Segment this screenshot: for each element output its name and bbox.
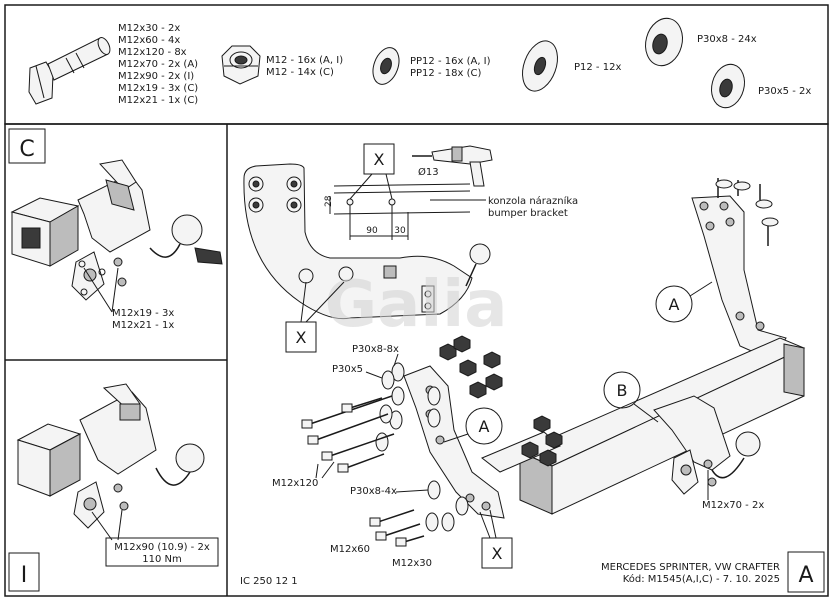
bracket-note: konzola nárazníka	[488, 195, 578, 207]
bolts-m12x60	[369, 509, 421, 541]
panel-c-letter-box	[8, 128, 46, 164]
panel-i-bolt-spec: M12x90 (10.9) - 2x	[114, 542, 210, 553]
leader-line	[443, 433, 469, 443]
tow-ball-neck	[653, 395, 761, 500]
callout-x-label: X	[296, 328, 307, 347]
panel-i-towbar-drawing	[16, 383, 205, 541]
leader-line	[349, 173, 373, 200]
p30x5-washer-spec: P30x5 - 2x	[758, 86, 811, 97]
product-code: Kód: M1545(A,I,C) - 7. 10. 2025	[623, 573, 780, 585]
p30x5-washer-icon	[711, 63, 745, 109]
leader-line	[321, 461, 335, 479]
panel-i-torque-box	[105, 537, 219, 567]
dimension-horizontal: 30	[394, 226, 406, 236]
label-m12x70: M12x70 - 2x	[702, 500, 764, 511]
label-p30x8-8x: P30x8-8x	[352, 344, 399, 355]
p12-washer-spec: P12 - 12x	[574, 62, 621, 73]
corner-letter: A	[798, 563, 813, 588]
label-a: A	[669, 295, 680, 314]
hex-bolt-icon	[28, 37, 111, 105]
bolt-spec: M12x19 - 3x (C)	[118, 83, 198, 94]
leader-line	[393, 353, 399, 367]
label-b-circle	[603, 371, 641, 409]
label-m12x120: M12x120	[272, 478, 318, 489]
leader-line	[633, 403, 659, 423]
nut-spec: M12 - 16x (A, I)	[266, 55, 343, 66]
label-m12x60: M12x60	[330, 544, 370, 555]
hex-nut-icon	[221, 45, 261, 85]
leader-line	[489, 509, 497, 539]
label-b: B	[617, 381, 628, 400]
callout-x-label: X	[374, 150, 385, 169]
label-a: A	[479, 417, 490, 436]
vehicle-title: MERCEDES SPRINTER, VW CRAFTER	[601, 562, 780, 573]
dimension-horizontal: 90	[366, 226, 378, 236]
label-a-circle	[655, 285, 693, 323]
drill-diameter: Ø13	[418, 166, 439, 178]
panel-i-letter-box	[8, 552, 40, 592]
bolt-spec: M12x90 - 2x (I)	[118, 71, 194, 82]
callout-x-box-bottom	[481, 537, 513, 569]
washer-stack	[375, 362, 469, 532]
pp-washer-icon	[372, 47, 400, 85]
corner-letter-box	[787, 551, 825, 593]
nut-group	[439, 335, 563, 467]
leader-line	[385, 173, 393, 200]
bolt-spec: M12x30 - 2x	[118, 23, 180, 34]
panel-c-bolt-spec: M12x19 - 3x	[112, 308, 174, 319]
panel-c-letter: C	[19, 137, 34, 162]
leader-line	[315, 463, 319, 479]
panel-i-letter: I	[21, 563, 28, 588]
bolts-m12x30	[395, 535, 425, 547]
leader-line	[300, 281, 307, 323]
bracket-note: bumper bracket	[488, 208, 568, 219]
leader-line	[365, 371, 383, 379]
leader-line	[395, 489, 429, 493]
bumper-rail-line	[333, 190, 471, 194]
drill-icon	[412, 145, 493, 187]
bumper-bracket-drawing	[243, 163, 491, 320]
leader-line	[689, 281, 713, 297]
p30x8-washer-icon	[645, 17, 683, 67]
panel-c-bolt-spec: M12x21 - 1x	[112, 320, 174, 331]
label-p30x5: P30x5	[332, 364, 363, 375]
bolt-spec: M12x21 - 1x (C)	[118, 95, 198, 106]
label-p30x8-4x: P30x8-4x	[350, 486, 397, 497]
bolt-spec: M12x120 - 8x	[118, 47, 187, 58]
callout-x-label: X	[492, 544, 503, 563]
label-m12x30: M12x30	[392, 558, 432, 569]
bracket-a-right	[691, 178, 787, 361]
drill-hole	[346, 198, 354, 206]
panel-c-towbar-drawing	[10, 159, 223, 313]
p30x8-washer-spec: P30x8 - 24x	[697, 34, 757, 45]
leader-line	[479, 511, 491, 539]
drill-hole	[388, 198, 396, 206]
bumper-rail-line	[333, 211, 471, 215]
dimension-vertical: 28	[324, 195, 334, 207]
nut-spec: M12 - 14x (C)	[266, 67, 334, 78]
bumper-rail-line	[333, 183, 471, 187]
drawing-code: IC 250 12 1	[240, 576, 298, 587]
pp-washer-spec: PP12 - 18x (C)	[410, 68, 481, 79]
p12-washer-icon	[522, 40, 558, 92]
label-a-circle	[465, 407, 503, 445]
leader-line	[305, 281, 345, 323]
panel-i-torque-value: 110 Nm	[142, 554, 182, 565]
pp-washer-spec: PP12 - 16x (A, I)	[410, 56, 491, 67]
bolts-m12x120	[301, 395, 395, 473]
watermark: Galia	[325, 268, 508, 342]
crossbar-b	[518, 337, 806, 515]
callout-x-box-top	[363, 143, 395, 175]
bolt-spec: M12x60 - 4x	[118, 35, 180, 46]
bolt-spec: M12x70 - 2x (A)	[118, 59, 198, 70]
